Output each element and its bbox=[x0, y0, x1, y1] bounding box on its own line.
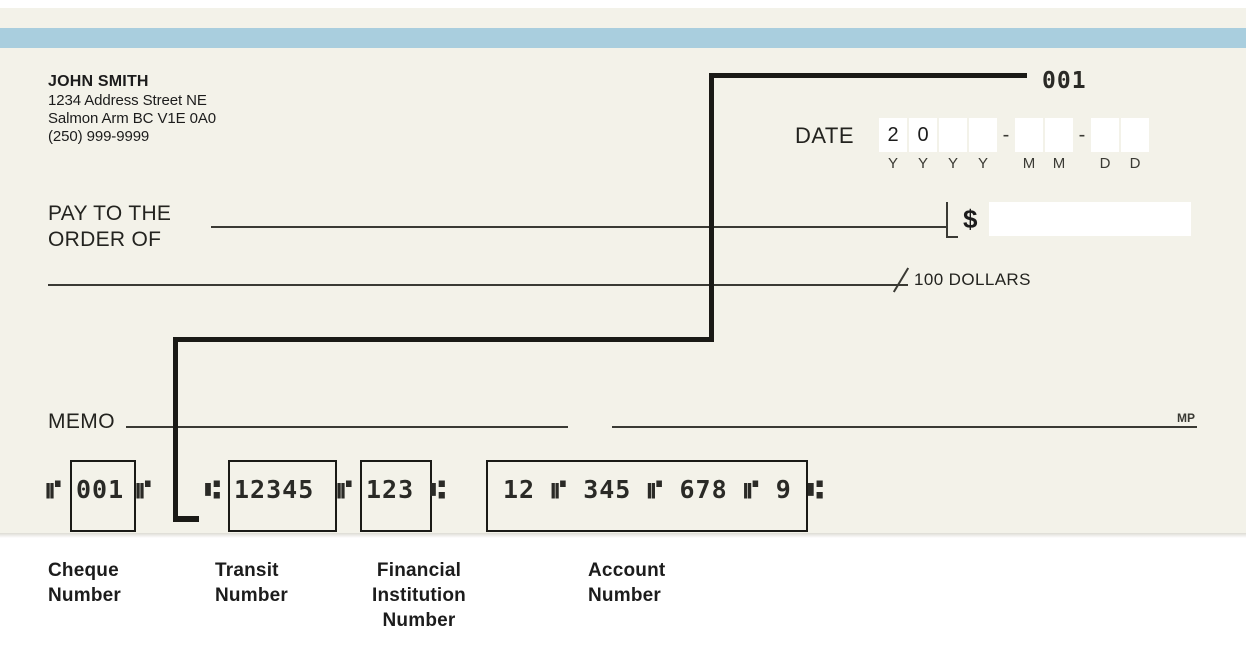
date-sublabel-3: Y bbox=[947, 155, 958, 172]
payer-address-block: JOHN SMITH 1234 Address Street NE Salmon… bbox=[48, 72, 216, 146]
payer-address-line-1: 1234 Address Street NE bbox=[48, 92, 207, 109]
caption-financial-institution-number: Financial Institution Number bbox=[345, 558, 493, 633]
micr-account-number-box bbox=[486, 460, 808, 532]
date-box-1[interactable]: 2 bbox=[879, 118, 907, 152]
payer-phone: (250) 999-9999 bbox=[48, 128, 150, 145]
micr-cheque-suffix-symbol: ⑈ bbox=[136, 475, 153, 504]
fraction-dollars-label: 100 DOLLARS bbox=[914, 270, 1031, 289]
written-amount-line[interactable] bbox=[48, 284, 908, 286]
currency-symbol: $ bbox=[963, 204, 978, 234]
amount-bracket bbox=[946, 202, 958, 238]
date-box-8[interactable] bbox=[1121, 118, 1149, 152]
pay-to-label-line-1: PAY TO THE bbox=[48, 202, 172, 225]
payer-address-line-2: Salmon Arm BC V1E 0A0 bbox=[48, 110, 216, 127]
micr-transit-number: 12345 bbox=[234, 475, 315, 504]
date-sublabel-5: M bbox=[1022, 155, 1036, 172]
cheque-paper: JOHN SMITH 1234 Address Street NE Salmon… bbox=[0, 8, 1246, 533]
micr-transit-number-box bbox=[228, 460, 337, 532]
micr-cheque-number: 001 bbox=[76, 475, 125, 504]
micr-cheque-prefix-symbol: ⑈ bbox=[46, 475, 63, 504]
micr-cheque-number-box bbox=[70, 460, 136, 532]
date-sublabel-8: D bbox=[1129, 155, 1141, 172]
date-sublabel-1: Y bbox=[887, 155, 898, 172]
leader-segment-horizontal-mid bbox=[173, 337, 714, 342]
pay-to-label-line-2: ORDER OF bbox=[48, 228, 162, 251]
payer-name: JOHN SMITH bbox=[48, 73, 149, 90]
date-box-5[interactable] bbox=[1015, 118, 1043, 152]
date-sublabel-6: M bbox=[1052, 155, 1066, 172]
micr-institution-number-box bbox=[360, 460, 432, 532]
mp-mark: MP bbox=[1177, 411, 1195, 425]
caption-line-1: Account bbox=[588, 560, 666, 581]
caption-transit-number: Transit Number bbox=[215, 558, 340, 608]
micr-transit-separator-symbol: ⑈ bbox=[337, 475, 354, 504]
micr-institution-number: 123 bbox=[366, 475, 415, 504]
caption-account-number: Account Number bbox=[588, 558, 728, 608]
caption-line-3: Number bbox=[382, 610, 456, 631]
date-box-2[interactable]: 0 bbox=[909, 118, 937, 152]
caption-cheque-number: Cheque Number bbox=[48, 558, 168, 608]
paper-bottom-shadow bbox=[0, 533, 1246, 538]
leader-segment-vertical-right bbox=[709, 73, 714, 341]
caption-line-2: Number bbox=[215, 585, 288, 606]
leader-segment-vertical-left bbox=[173, 337, 178, 520]
caption-line-2: Number bbox=[588, 585, 661, 606]
date-sublabel-2: Y bbox=[917, 155, 928, 172]
micr-account-number: 12 ⑈ 345 ⑈ 678 ⑈ 9 ⑆ bbox=[503, 475, 824, 504]
caption-line-1: Cheque bbox=[48, 560, 119, 581]
decorative-blue-band bbox=[0, 28, 1246, 48]
date-sublabel-gap bbox=[999, 155, 1013, 172]
date-box-3[interactable] bbox=[939, 118, 967, 152]
caption-line-2: Institution bbox=[371, 585, 466, 606]
fraction-slash-icon bbox=[892, 267, 910, 293]
caption-line-1: Financial bbox=[376, 560, 462, 581]
date-box-6[interactable] bbox=[1045, 118, 1073, 152]
caption-line-1: Transit bbox=[215, 560, 279, 581]
amount-numeric-field[interactable] bbox=[989, 202, 1191, 236]
date-sublabel-4: Y bbox=[977, 155, 988, 172]
leader-segment-bottom bbox=[173, 516, 199, 522]
date-label: DATE bbox=[795, 123, 855, 148]
date-separator: - bbox=[1002, 123, 1010, 146]
memo-line[interactable] bbox=[126, 426, 568, 428]
date-sublabel-gap bbox=[1075, 155, 1089, 172]
signature-line[interactable] bbox=[612, 426, 1197, 428]
date-box-7[interactable] bbox=[1091, 118, 1119, 152]
date-box-4[interactable] bbox=[969, 118, 997, 152]
leader-segment-horizontal-top bbox=[709, 73, 1027, 78]
memo-label: MEMO bbox=[48, 410, 115, 433]
payee-line[interactable] bbox=[211, 226, 946, 228]
cheque-number-top-right: 001 bbox=[1042, 68, 1087, 94]
micr-institution-suffix-symbol: ⑆ bbox=[430, 475, 447, 504]
date-sublabel-7: D bbox=[1099, 155, 1111, 172]
micr-transit-prefix-symbol: ⑆ bbox=[205, 475, 222, 504]
date-separator: - bbox=[1078, 123, 1086, 146]
caption-line-2: Number bbox=[48, 585, 121, 606]
